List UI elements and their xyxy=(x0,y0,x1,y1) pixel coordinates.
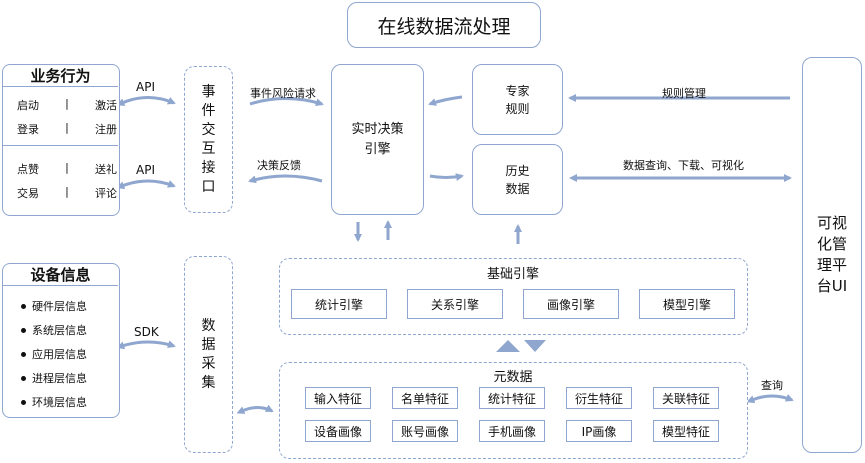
expert-rules-line1: 专家 xyxy=(505,83,530,98)
decision-engine-line2: 引擎 xyxy=(364,141,391,157)
base-engine-heading: 基础引擎 xyxy=(486,267,539,282)
metadata-box: 元数据 输入特征 名单特征 统计特征 衍生特征 关联特征 设备画像 账号画像 手… xyxy=(279,362,748,459)
business-item-like: 点赞 xyxy=(17,163,39,176)
api-label-1: API xyxy=(136,80,155,94)
device-heading: 设备信息 xyxy=(30,266,91,284)
list-item: 环境层信息 xyxy=(21,394,87,410)
business-item-start: 启动 xyxy=(17,99,39,112)
business-item-comment: 评论 xyxy=(95,187,117,200)
decision-feedback-label: 决策反馈 xyxy=(257,159,301,172)
engine-portrait: 画像引擎 xyxy=(523,289,619,319)
engine-model: 模型引擎 xyxy=(639,289,735,319)
decision-engine-line1: 实时决策 xyxy=(351,121,404,137)
history-data-box: 历史 数据 xyxy=(472,144,563,215)
business-item-gift: 送礼 xyxy=(95,163,117,176)
feature-stat: 统计特征 xyxy=(479,387,545,409)
portrait-device: 设备画像 xyxy=(305,420,371,442)
data-collect-label: 数据采集 xyxy=(201,317,216,391)
feature-relation: 关联特征 xyxy=(653,387,719,409)
page-title: 在线数据流处理 xyxy=(347,2,541,48)
expert-rules-box: 专家 规则 xyxy=(472,64,563,135)
business-divider xyxy=(3,145,118,146)
api-label-2: API xyxy=(136,163,155,177)
business-heading-bar: 业务行为 xyxy=(3,65,118,87)
history-data-line1: 历史 xyxy=(505,163,530,178)
query-label: 查询 xyxy=(761,379,783,392)
base-engine-box: 基础引擎 统计引擎 关系引擎 画像引擎 模型引擎 xyxy=(279,258,748,335)
list-item: 进程层信息 xyxy=(21,370,87,386)
decision-feedback-arrow xyxy=(248,174,323,184)
separator: | xyxy=(65,97,69,110)
triangle-down-icon xyxy=(524,340,546,352)
list-item: 系统层信息 xyxy=(21,322,87,338)
list-item: 硬件层信息 xyxy=(21,298,87,314)
rule-mgmt-label: 规则管理 xyxy=(662,87,706,100)
event-interface-box: 事件交 互接口 xyxy=(184,66,233,213)
api-arrow-1 xyxy=(116,96,176,106)
separator: | xyxy=(65,121,69,134)
portrait-phone: 手机画像 xyxy=(479,420,545,442)
page-title-text: 在线数据流处理 xyxy=(377,15,511,38)
separator: | xyxy=(65,161,69,174)
viz-platform-box: 可视化管 理平台UI xyxy=(802,57,862,453)
portrait-ip: IP画像 xyxy=(566,420,632,442)
data-query-label: 数据查询、下载、可视化 xyxy=(623,159,744,172)
query-arrow xyxy=(746,394,794,403)
portrait-account: 账号画像 xyxy=(392,420,458,442)
sdk-arrow xyxy=(116,340,176,350)
decision-engine-box: 实时决策 引擎 xyxy=(331,64,424,215)
feature-derived: 衍生特征 xyxy=(566,387,632,409)
feature-list: 名单特征 xyxy=(392,387,458,409)
business-heading: 业务行为 xyxy=(30,67,91,85)
metadata-heading: 元数据 xyxy=(493,370,533,385)
risk-request-label: 事件风险请求 xyxy=(250,87,316,100)
feature-model: 模型特征 xyxy=(653,420,719,442)
business-item-login: 登录 xyxy=(17,123,39,136)
device-heading-bar: 设备信息 xyxy=(3,264,118,286)
api-arrow-2 xyxy=(116,179,176,190)
device-panel: 设备信息 硬件层信息 系统层信息 应用层信息 进程层信息 环境层信息 xyxy=(2,263,120,418)
engine-to-history-arrow xyxy=(429,173,464,182)
history-data-line2: 数据 xyxy=(505,181,530,196)
expert-rules-line2: 规则 xyxy=(505,101,530,116)
engine-stat: 统计引擎 xyxy=(291,289,387,319)
collect-metadata-arrow xyxy=(236,404,274,414)
business-item-trade: 交易 xyxy=(17,187,39,200)
business-group-2: 点赞 | 送礼 交易 | 评论 xyxy=(17,161,117,201)
separator: | xyxy=(65,185,69,198)
triangle-up-icon xyxy=(496,340,520,352)
sdk-label: SDK xyxy=(134,325,159,339)
business-item-activate: 激活 xyxy=(95,99,117,112)
engine-relation: 关系引擎 xyxy=(407,289,503,319)
data-collect-box: 数据采集 xyxy=(184,256,233,453)
business-item-register: 注册 xyxy=(95,123,117,136)
event-interface-label: 事件交 互接口 xyxy=(201,83,216,195)
expert-to-engine-arrow xyxy=(428,95,463,106)
risk-request-arrow xyxy=(249,97,324,107)
list-item: 应用层信息 xyxy=(21,346,87,362)
business-group-1: 启动 | 激活 登录 | 注册 xyxy=(17,97,117,137)
feature-input: 输入特征 xyxy=(305,387,371,409)
device-list: 硬件层信息 系统层信息 应用层信息 进程层信息 环境层信息 xyxy=(21,298,87,410)
business-panel: 业务行为 启动 | 激活 登录 | 注册 点赞 | 送礼 交易 | 评论 xyxy=(2,64,120,216)
